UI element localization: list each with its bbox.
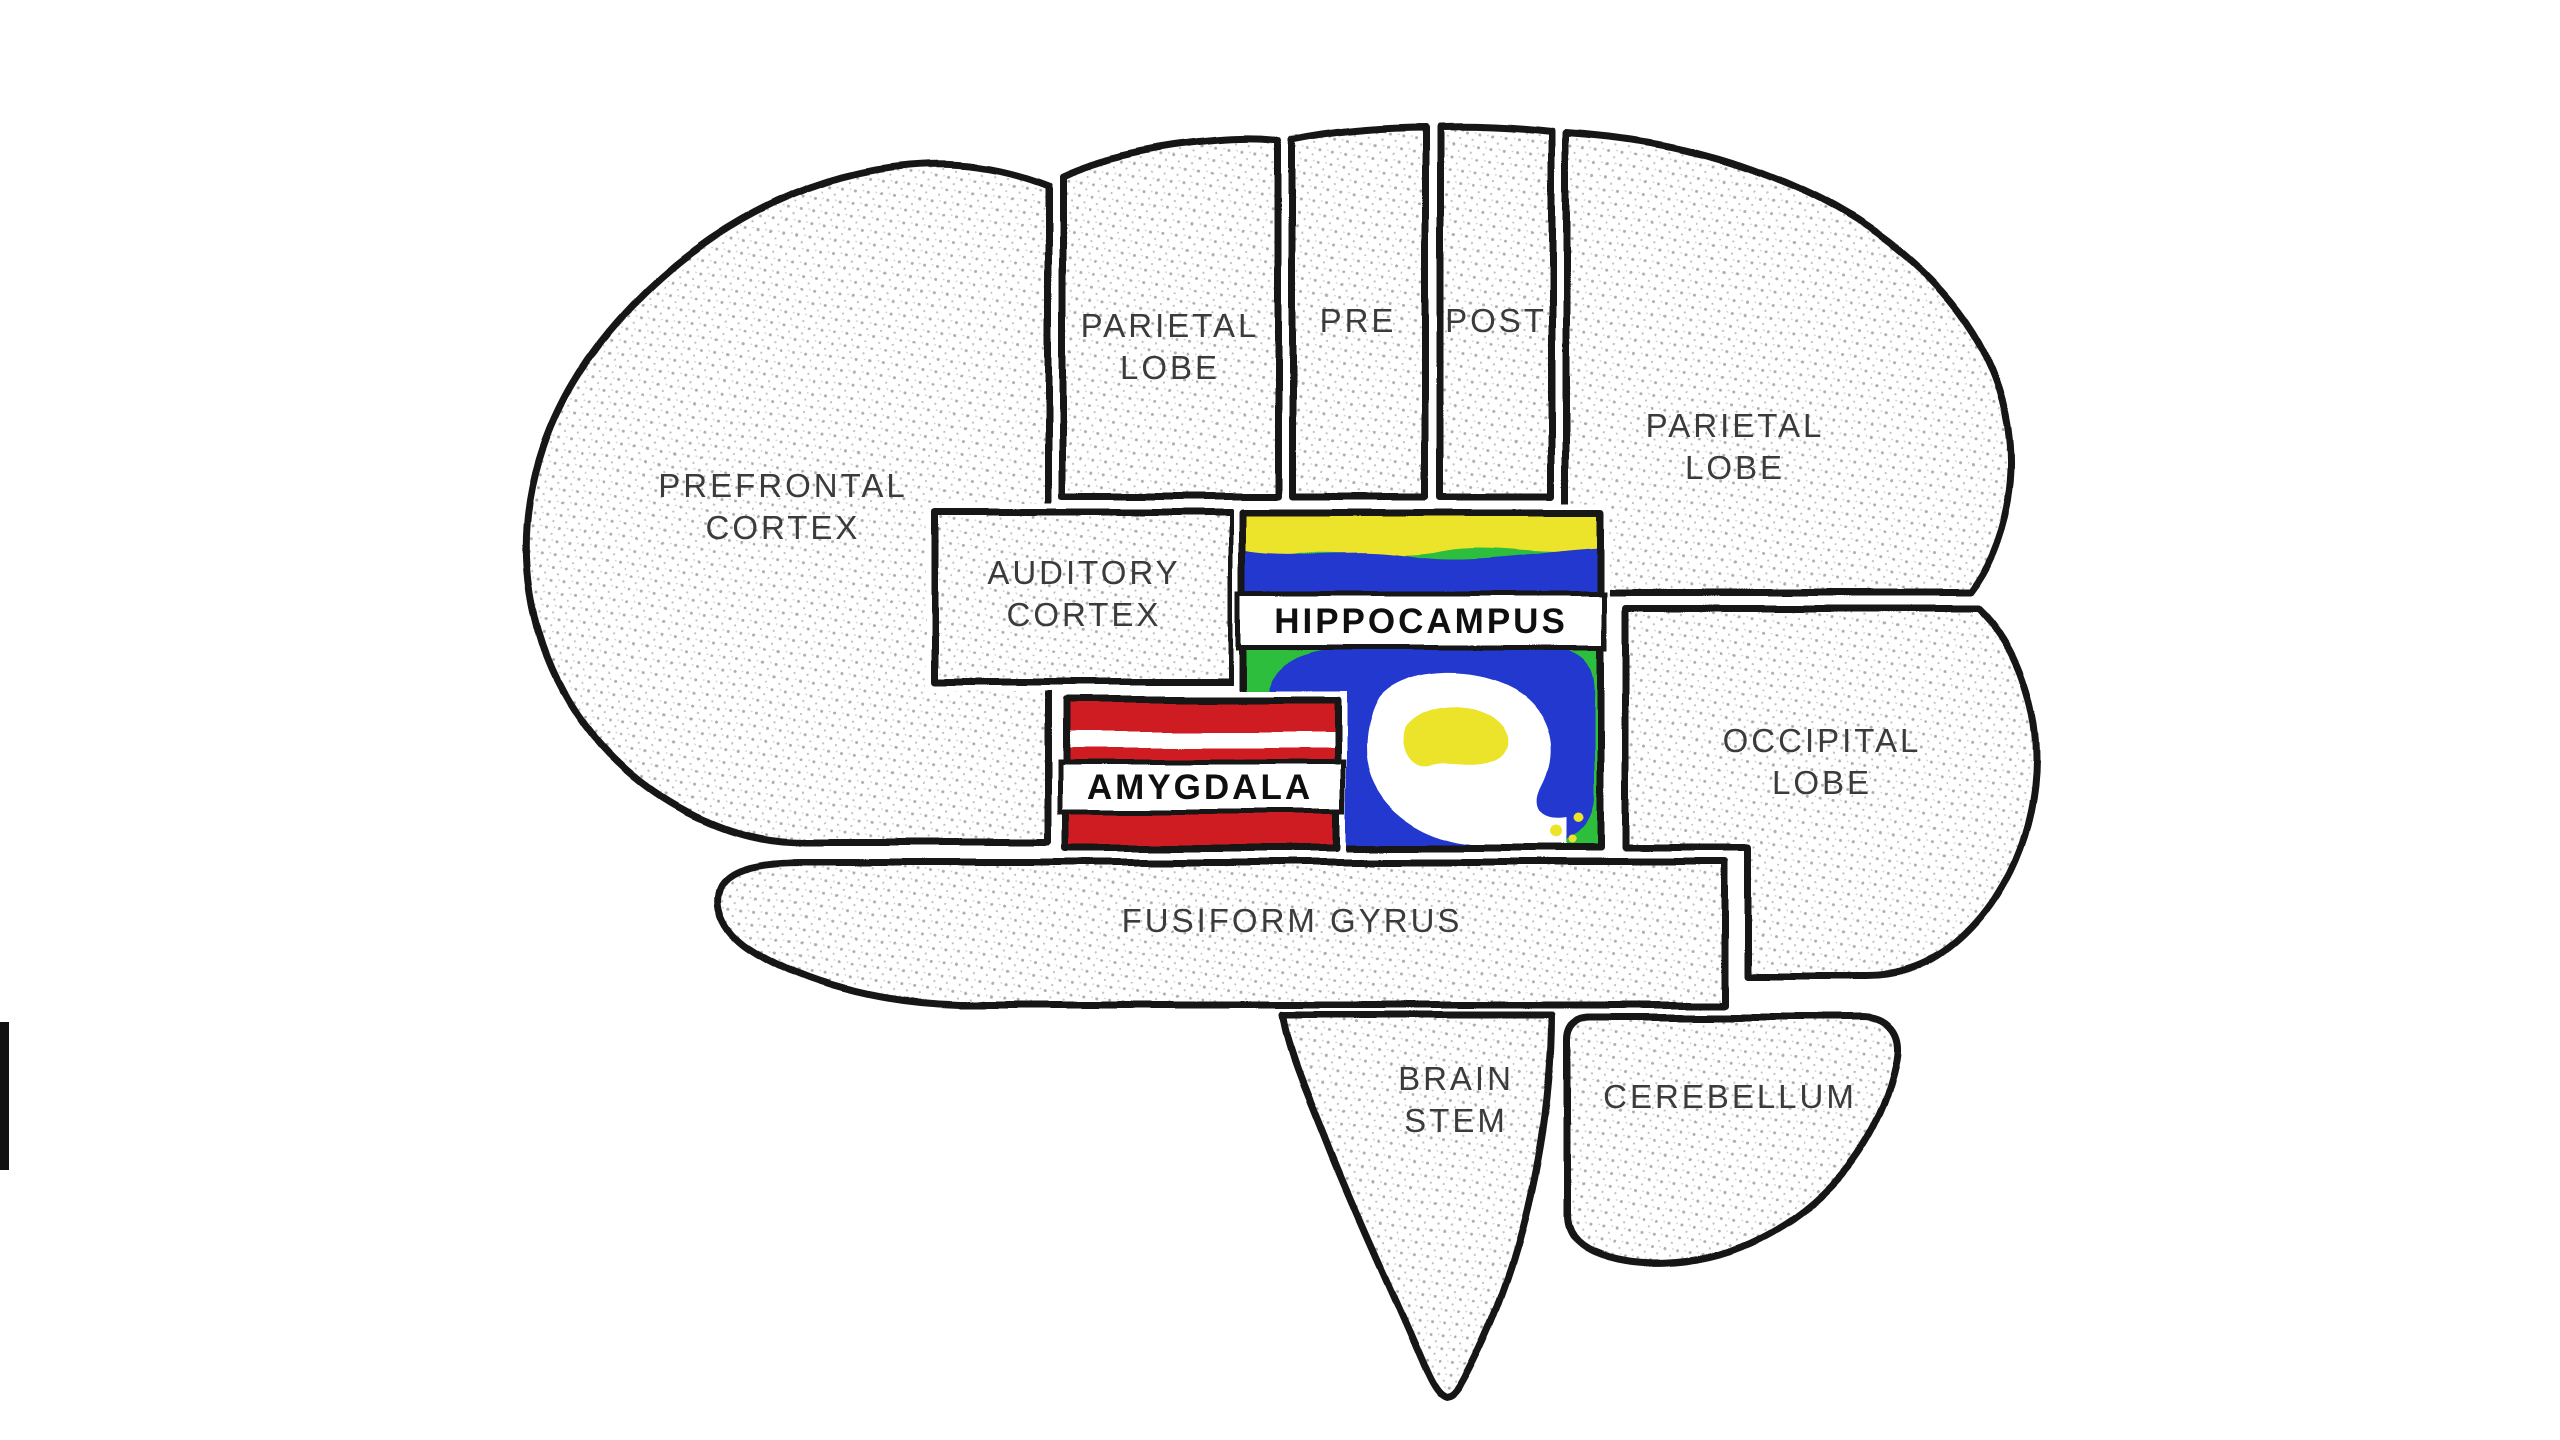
occipital-lobe-region [1621,604,2040,980]
parietal-lobe-top-label-line2: LOBE [1120,349,1220,386]
postcentral-label: POST [1445,302,1547,339]
cerebellum-label: CEREBELLUM [1603,1078,1857,1115]
prefrontal-cortex-label-line1: PREFRONTAL [658,467,907,504]
brain-shapes [522,122,2040,1402]
amygdala-label-band [1057,759,1346,815]
parietal-lobe-top-label-line1: PARIETAL [1081,307,1260,344]
prefrontal-cortex-region [522,160,1052,846]
amygdala-label: AMYGDALA [1087,768,1313,807]
brain-stem-label-line1: BRAIN [1398,1060,1514,1097]
auditory-cortex-box [926,503,1241,691]
parietal-lobe-right-label-line2: LOBE [1685,449,1785,486]
fusiform-gyrus-label: FUSIFORM GYRUS [1122,902,1463,939]
precentral-strip-region [1288,123,1429,500]
precentral-label: PRE [1320,302,1397,339]
postcentral-strip-region [1436,122,1556,500]
amygdala-white-stripe [1066,732,1337,748]
hippocampus-label-band [1235,591,1607,651]
parietal-lobe-right-label-line1: PARIETAL [1646,407,1825,444]
auditory-cortex-label-line1: AUDITORY [987,554,1180,591]
parietal-lobe-top-region [1058,136,1282,500]
parietal-lobe-right-region [1562,129,2015,596]
occipital-lobe-label-line1: OCCIPITAL [1723,722,1922,759]
hippocampus-label: HIPPOCAMPUS [1274,602,1568,641]
brain-stem-label-line2: STEM [1404,1102,1508,1139]
amygdala-box [1057,691,1346,857]
region-labels: PREFRONTAL CORTEX PARIETAL LOBE PRE POST… [658,302,1922,1139]
auditory-cortex-label-line2: CORTEX [1007,596,1162,633]
fusiform-gyrus-region [714,858,1729,1009]
hippocampus-yellow-layers [1242,512,1600,558]
occipital-lobe-label-line2: LOBE [1772,764,1872,801]
prefrontal-cortex-label-line2: CORTEX [706,509,861,546]
brain-stem-region [1279,1011,1556,1402]
hippocampus-yellow-core [1404,707,1583,844]
cerebellum-region [1563,1013,1902,1267]
hippocampus-box [1233,503,1609,857]
left-edge-artifact [0,1022,9,1170]
